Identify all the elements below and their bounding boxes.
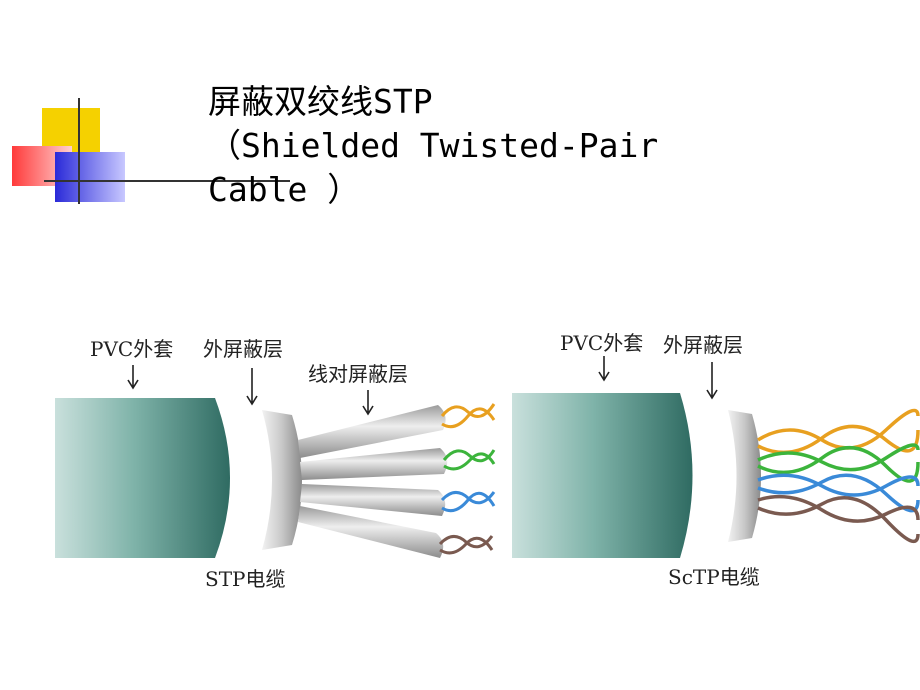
stp-outer-shield [262,410,302,550]
sctp-pair-brown [757,494,920,544]
stp-label-outer-shield: 外屏蔽层 [203,337,283,361]
sctp-caption: ScTP电缆 [668,565,760,589]
sctp-twisted-pairs [757,408,920,544]
sctp-pair-orange [757,408,920,455]
deco-horizontal-line [44,180,290,182]
deco-vertical-line [78,98,80,204]
page-title: 屏蔽双绞线STP （Shielded Twisted-Pair Cable ） [208,80,728,212]
stp-pair-shield-arrow [362,390,374,416]
stp-pair-orange [440,403,496,429]
sctp-label-outer-shield: 外屏蔽层 [663,333,743,357]
title-line-3: Cable ） [208,170,361,209]
stp-pair-shield-2 [300,448,448,480]
sctp-label-jacket: PVC外套 [560,331,643,355]
stp-twisted-pairs [438,403,496,555]
stp-pvc-jacket [55,398,230,558]
stp-pair-brown [438,535,494,555]
stp-pair-shield-1 [298,405,446,458]
title-line-1: 屏蔽双绞线STP [208,82,433,121]
sctp-outer-shield-arrow [706,362,718,400]
title-line-2: （Shielded Twisted-Pair [208,126,659,165]
stp-pair-shield-4 [298,506,444,558]
sctp-pvc-jacket [512,393,693,558]
stp-pair-green [442,449,496,471]
stp-pair-shield-3 [300,484,446,516]
sctp-cable: PVC外套 外屏蔽层 ScTP电缆 [512,331,920,589]
stp-label-pair-shield: 线对屏蔽层 [308,362,408,386]
stp-pair-blue [440,491,496,513]
sctp-pair-green [757,443,920,483]
sctp-pair-blue [757,473,920,513]
stp-label-jacket: PVC外套 [90,337,173,361]
sctp-outer-shield [728,410,761,542]
sctp-jacket-arrow [598,356,610,382]
stp-outer-shield-arrow [246,368,258,406]
deco-blue-square [55,152,125,202]
stp-pair-shields [298,405,448,558]
stp-cable: PVC外套 外屏蔽层 线对屏蔽层 STP电缆 [55,337,496,591]
stp-caption: STP电缆 [205,567,286,591]
stp-jacket-arrow [127,365,139,390]
